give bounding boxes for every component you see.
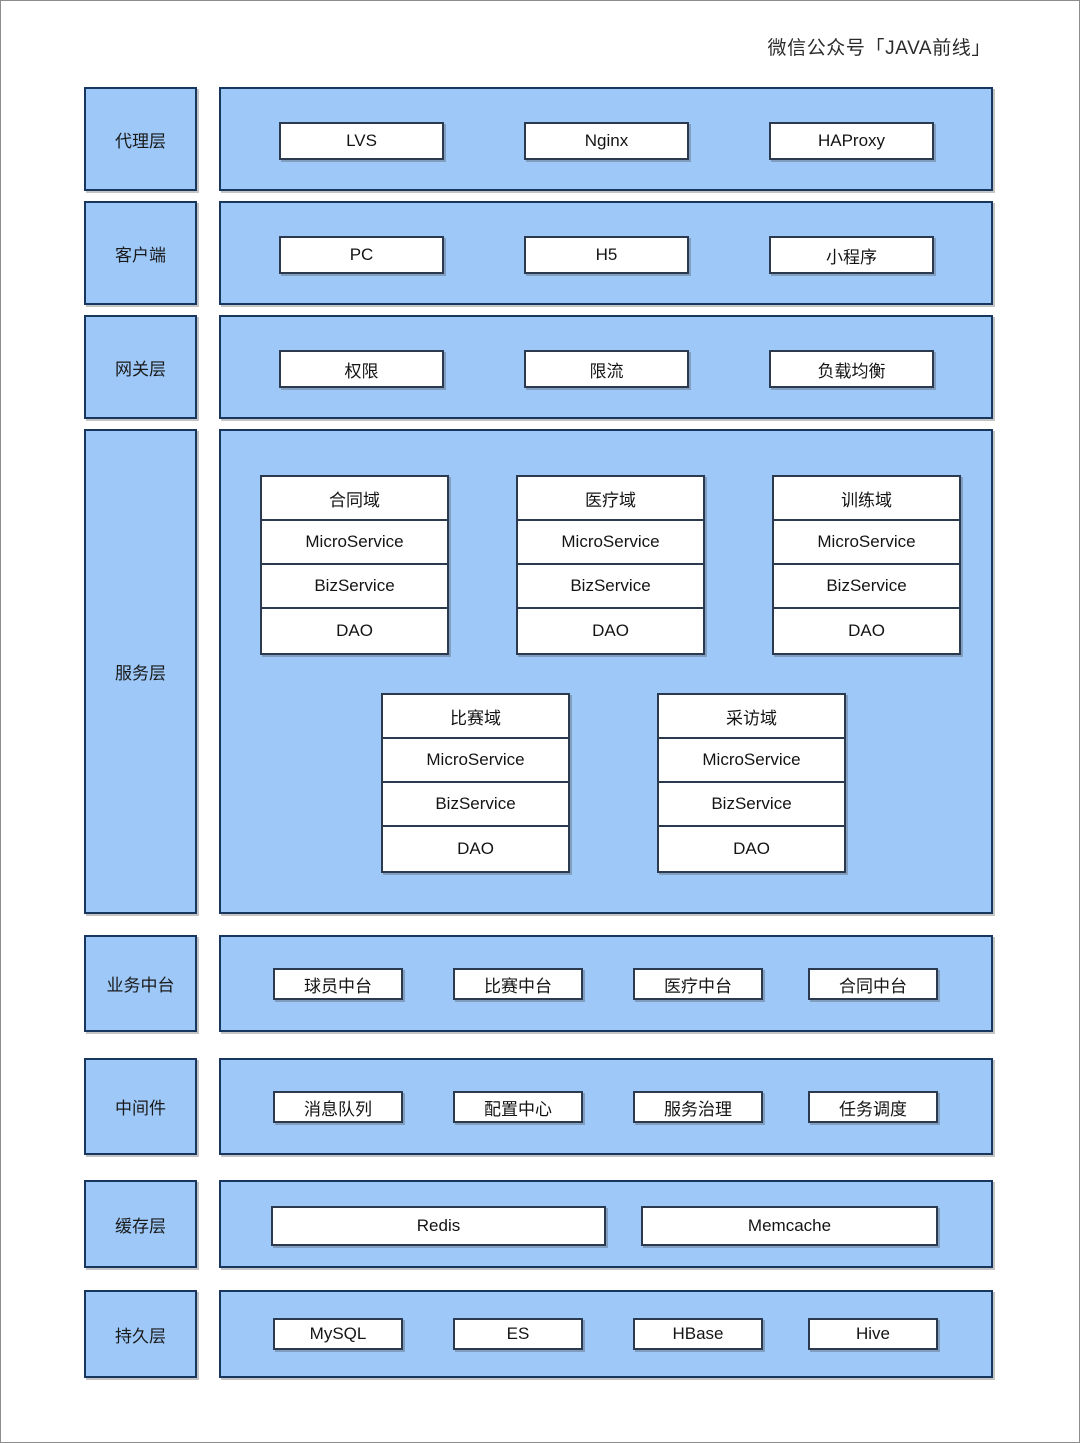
layer-service: 服务层 合同域 MicroService BizService DAO 医疗域 …: [84, 429, 993, 914]
domain-card-medical[interactable]: 医疗域 MicroService BizService DAO: [516, 475, 705, 655]
domain-card-interview[interactable]: 采访域 MicroService BizService DAO: [657, 693, 846, 873]
layer-label-persistence: 持久层: [84, 1290, 197, 1378]
layer-body-proxy: LVS Nginx HAProxy: [219, 87, 993, 191]
domain-tier-bizservice: BizService: [659, 783, 844, 827]
layer-body-cache: Redis Memcache: [219, 1180, 993, 1268]
node-h5[interactable]: H5: [524, 236, 689, 274]
domain-title: 比赛域: [383, 695, 568, 739]
layer-label-proxy: 代理层: [84, 87, 197, 191]
domain-title: 医疗域: [518, 477, 703, 521]
node-ratelimit[interactable]: 限流: [524, 350, 689, 388]
node-pc[interactable]: PC: [279, 236, 444, 274]
node-player-midplatform[interactable]: 球员中台: [273, 968, 403, 1000]
node-haproxy[interactable]: HAProxy: [769, 122, 934, 160]
layer-label-gateway: 网关层: [84, 315, 197, 419]
node-hive[interactable]: Hive: [808, 1318, 938, 1350]
domain-card-training[interactable]: 训练域 MicroService BizService DAO: [772, 475, 961, 655]
domain-card-match[interactable]: 比赛域 MicroService BizService DAO: [381, 693, 570, 873]
layer-label-client: 客户端: [84, 201, 197, 305]
domain-title: 采访域: [659, 695, 844, 739]
layer-body-middleware: 消息队列 配置中心 服务治理 任务调度: [219, 1058, 993, 1155]
node-hbase[interactable]: HBase: [633, 1318, 763, 1350]
node-medical-midplatform[interactable]: 医疗中台: [633, 968, 763, 1000]
node-miniprogram[interactable]: 小程序: [769, 236, 934, 274]
layer-client: 客户端 PC H5 小程序: [84, 201, 993, 305]
node-mysql[interactable]: MySQL: [273, 1318, 403, 1350]
domain-title: 训练域: [774, 477, 959, 521]
layer-body-service: 合同域 MicroService BizService DAO 医疗域 Micr…: [219, 429, 993, 914]
node-redis[interactable]: Redis: [271, 1206, 606, 1246]
layer-body-client: PC H5 小程序: [219, 201, 993, 305]
layer-body-persistence: MySQL ES HBase Hive: [219, 1290, 993, 1378]
node-contract-midplatform[interactable]: 合同中台: [808, 968, 938, 1000]
node-service-governance[interactable]: 服务治理: [633, 1091, 763, 1123]
domain-tier-dao: DAO: [383, 827, 568, 871]
domain-tier-dao: DAO: [774, 609, 959, 653]
domain-tier-microservice: MicroService: [383, 739, 568, 783]
domain-tier-microservice: MicroService: [518, 521, 703, 565]
domain-tier-microservice: MicroService: [774, 521, 959, 565]
layer-label-middleware: 中间件: [84, 1058, 197, 1155]
layer-body-business-midplatform: 球员中台 比赛中台 医疗中台 合同中台: [219, 935, 993, 1032]
node-loadbalance[interactable]: 负载均衡: [769, 350, 934, 388]
domain-tier-microservice: MicroService: [659, 739, 844, 783]
domain-tier-dao: DAO: [262, 609, 447, 653]
domain-card-contract[interactable]: 合同域 MicroService BizService DAO: [260, 475, 449, 655]
layer-persistence: 持久层 MySQL ES HBase Hive: [84, 1290, 993, 1378]
layer-cache: 缓存层 Redis Memcache: [84, 1180, 993, 1268]
node-config-center[interactable]: 配置中心: [453, 1091, 583, 1123]
node-memcache[interactable]: Memcache: [641, 1206, 938, 1246]
layer-proxy: 代理层 LVS Nginx HAProxy: [84, 87, 993, 191]
domain-tier-dao: DAO: [518, 609, 703, 653]
layer-gateway: 网关层 权限 限流 负载均衡: [84, 315, 993, 419]
node-task-scheduler[interactable]: 任务调度: [808, 1091, 938, 1123]
node-message-queue[interactable]: 消息队列: [273, 1091, 403, 1123]
layer-label-business-midplatform: 业务中台: [84, 935, 197, 1032]
node-nginx[interactable]: Nginx: [524, 122, 689, 160]
domain-tier-microservice: MicroService: [262, 521, 447, 565]
domain-tier-bizservice: BizService: [774, 565, 959, 609]
layer-body-gateway: 权限 限流 负载均衡: [219, 315, 993, 419]
node-auth[interactable]: 权限: [279, 350, 444, 388]
node-match-midplatform[interactable]: 比赛中台: [453, 968, 583, 1000]
watermark-label: 微信公众号「JAVA前线」: [767, 38, 991, 59]
layer-business-midplatform: 业务中台 球员中台 比赛中台 医疗中台 合同中台: [84, 935, 993, 1032]
domain-tier-dao: DAO: [659, 827, 844, 871]
layer-label-service: 服务层: [84, 429, 197, 914]
domain-title: 合同域: [262, 477, 447, 521]
domain-tier-bizservice: BizService: [383, 783, 568, 827]
node-lvs[interactable]: LVS: [279, 122, 444, 160]
layer-middleware: 中间件 消息队列 配置中心 服务治理 任务调度: [84, 1058, 993, 1155]
layer-label-cache: 缓存层: [84, 1180, 197, 1268]
node-es[interactable]: ES: [453, 1318, 583, 1350]
domain-tier-bizservice: BizService: [518, 565, 703, 609]
domain-tier-bizservice: BizService: [262, 565, 447, 609]
